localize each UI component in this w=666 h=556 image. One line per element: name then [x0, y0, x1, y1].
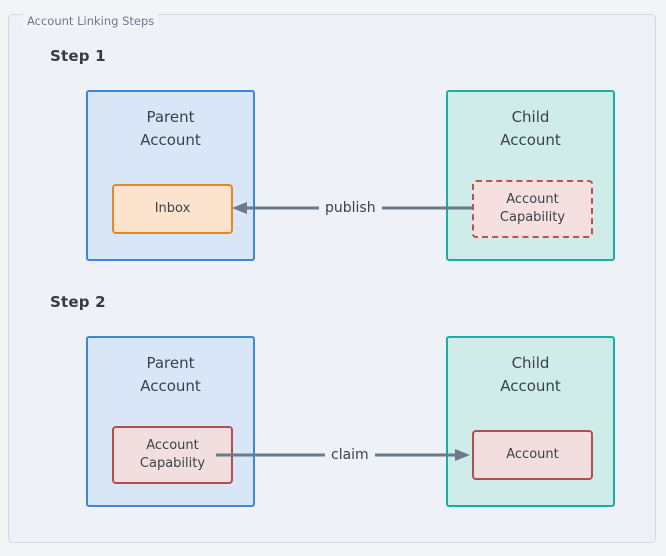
step-2-account-box: Account: [472, 430, 593, 480]
step-1-arrow-label: publish: [319, 200, 382, 216]
step-1-parent-account-box: Parent Account Inbox: [86, 90, 255, 261]
step-2-child-account-title: Child Account: [500, 354, 561, 395]
step-1-label: Step 1: [50, 47, 106, 65]
step-2-parent-account-box: Parent Account Account Capability: [86, 336, 255, 507]
step-1-child-account-title: Child Account: [500, 108, 561, 149]
panel-legend: Account Linking Steps: [23, 14, 159, 28]
step-1-child-account-box: Child Account Account Capability: [446, 90, 615, 261]
step-1-inbox-box: Inbox: [112, 184, 233, 234]
step-2-arrow-label: claim: [325, 447, 375, 463]
step-1-account-capability-box: Account Capability: [472, 180, 593, 238]
step-2-account-capability-box: Account Capability: [112, 426, 233, 484]
step-2-label: Step 2: [50, 293, 106, 311]
step-1-parent-account-title: Parent Account: [140, 108, 201, 149]
step-2-parent-account-title: Parent Account: [140, 354, 201, 395]
step-2-child-account-box: Child Account Account: [446, 336, 615, 507]
